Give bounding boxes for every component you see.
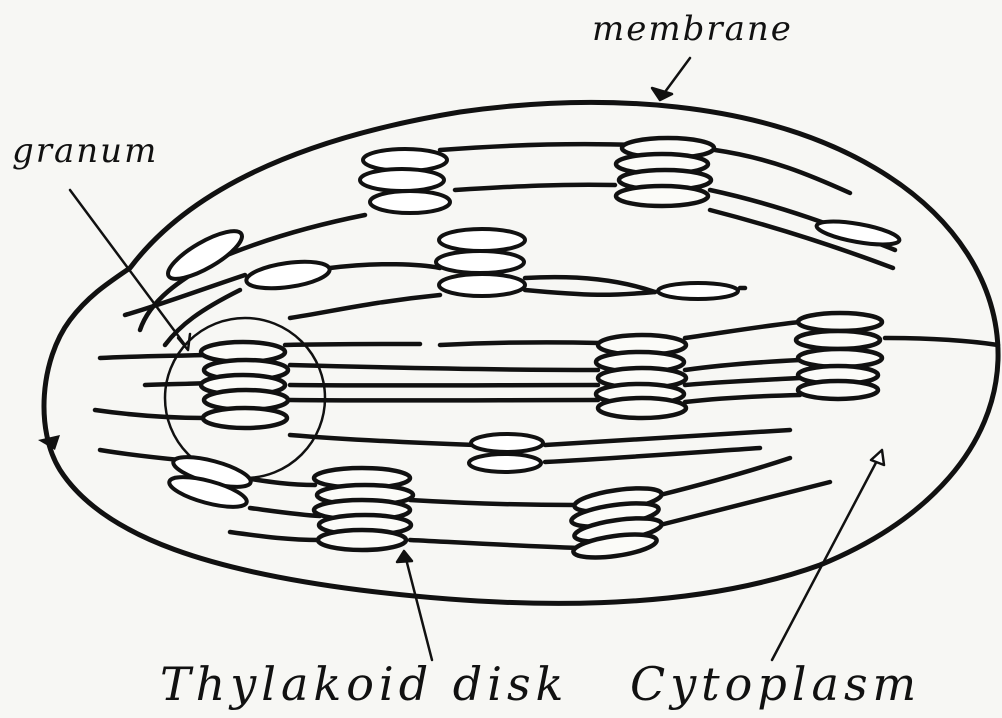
membrane-arrow (662, 58, 690, 96)
lamella (525, 290, 655, 295)
lamella (685, 360, 800, 370)
thylakoid-disk (469, 454, 541, 472)
granum-stack (314, 468, 413, 550)
label-membrane: membrane (592, 9, 793, 49)
cytoplasm-arrowhead (871, 450, 884, 465)
lamella (545, 430, 790, 445)
granum-stack (436, 229, 525, 296)
thylakoid-disk (439, 229, 525, 251)
granum-stack-highlighted (201, 342, 288, 428)
lamella (715, 150, 850, 193)
lamella (95, 410, 205, 418)
lamella (290, 435, 475, 445)
granum-stack (616, 138, 714, 206)
lamella (885, 338, 998, 345)
label-granum: granum (12, 131, 158, 171)
lamella (685, 322, 800, 338)
thylakoid-disk (370, 191, 450, 213)
lamella (545, 448, 760, 462)
thylakoid-arrowhead (397, 551, 412, 562)
granum-stack (245, 257, 332, 292)
lamella (230, 532, 320, 540)
thylakoid-disk (616, 186, 708, 206)
thylakoid-disk (318, 530, 406, 550)
thylakoid-disk (245, 257, 332, 292)
thylakoid-disk (796, 331, 880, 349)
lamella (410, 540, 580, 548)
thylakoid-disk (798, 381, 878, 399)
granum-stack (596, 335, 686, 418)
thylakoid-disk (471, 434, 543, 452)
lamella (440, 342, 600, 345)
cytoplasm-arrow (772, 455, 880, 660)
label-cytoplasm: Cytoplasm (630, 657, 921, 711)
thylakoid-disk (436, 251, 524, 273)
lamella (100, 355, 205, 358)
granum-arrow (70, 190, 185, 345)
lamella (290, 365, 598, 370)
lamella (250, 508, 320, 516)
membrane-arrowhead (652, 88, 672, 100)
lamella (685, 395, 800, 402)
thylakoid-disk (658, 283, 738, 299)
lamella (410, 500, 575, 505)
thylakoid-disk (360, 169, 444, 191)
thylakoid-disk (439, 274, 525, 296)
lamella (440, 144, 640, 150)
granum-stack (658, 283, 738, 299)
lamella (290, 295, 440, 318)
lamella (100, 450, 180, 460)
granum-stack (570, 484, 663, 562)
thylakoid-arrow (405, 555, 432, 660)
lamella (660, 458, 790, 495)
lamella (330, 264, 440, 268)
granum-stack (167, 451, 254, 513)
granum-stack (360, 149, 450, 213)
thylakoid-disk (798, 313, 882, 331)
lamella (245, 478, 315, 485)
label-thylakoid-disk: Thylakoid disk (160, 657, 568, 711)
granum-stack (469, 434, 543, 472)
lamella (455, 185, 615, 190)
thylakoid-disk (203, 408, 287, 428)
lamella (685, 378, 800, 385)
thylakoid-disk (598, 398, 686, 418)
granum-stack (796, 313, 882, 399)
